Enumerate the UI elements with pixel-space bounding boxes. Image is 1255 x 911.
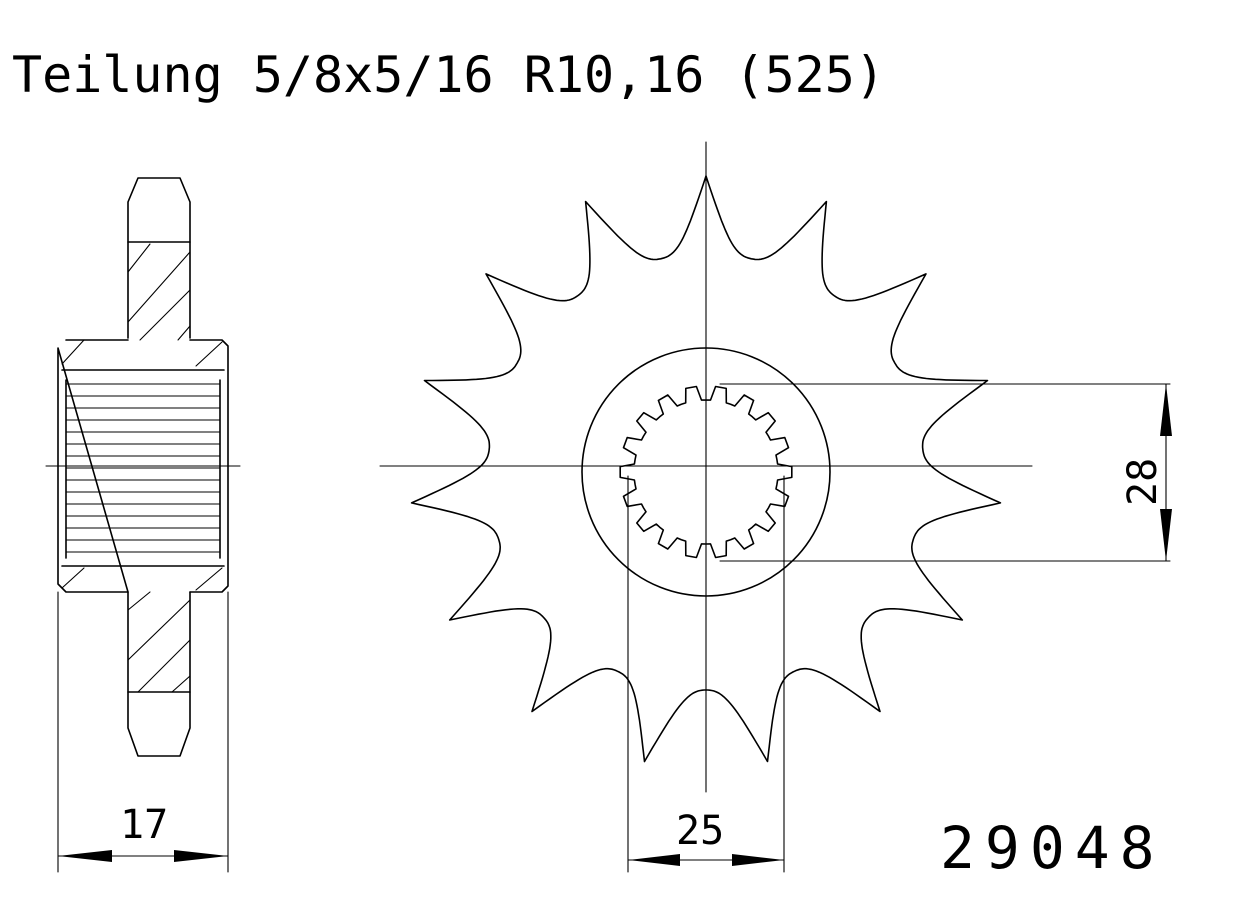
width-dimension: 17 [57,591,229,873]
spline-diameter-dimension: 25 [627,475,785,873]
side-hatching [61,243,223,693]
width-dimension-label: 17 [120,802,168,848]
hub-diameter-label: 28 [1120,458,1166,506]
spline-diameter-label: 25 [676,808,724,854]
front-view: 25 28 [379,141,1172,873]
part-number: 29048 [940,814,1165,882]
side-tooth-top [127,177,191,339]
drawing-title: Teilung 5/8x5/16 R10,16 (525) [12,46,885,104]
side-view: 17 [45,177,241,873]
side-spline-lines [65,383,221,553]
side-tooth-bottom [127,591,191,757]
hub-diameter-dimension: 28 [719,383,1172,562]
